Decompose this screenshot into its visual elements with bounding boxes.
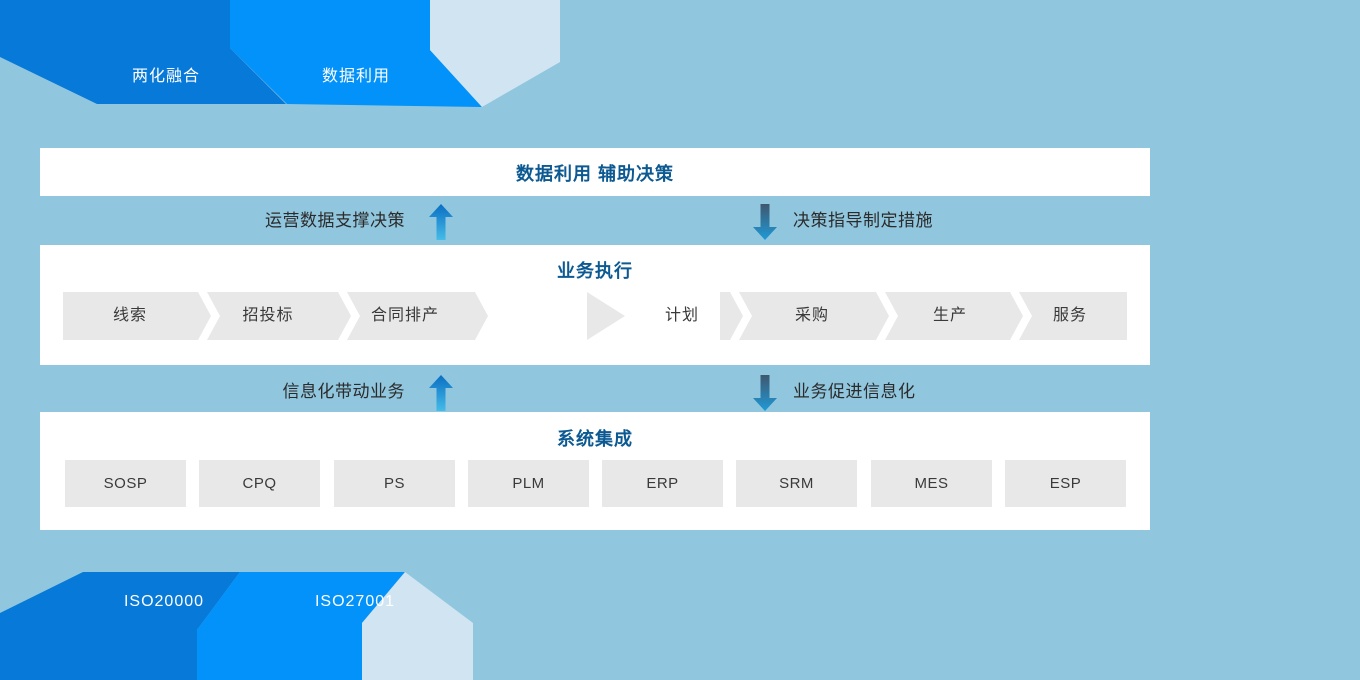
tab-blank-bottom-shape [362,572,473,680]
tab-iso27001-shape[interactable] [197,572,405,680]
tab-data-utilization-shape[interactable] [230,0,482,107]
decision-guide-label: 决策指导制定措施 [793,211,933,230]
system-box-srm: SRM [736,460,857,507]
tab-two-integration-shape[interactable] [0,0,286,104]
system-box-plm: PLM [468,460,589,507]
system-box-cpq: CPQ [199,460,320,507]
decision-panel: 数据利用 辅助决策 [40,148,1150,196]
step-production: 生产 [932,307,967,324]
system-box-ps: PS [334,460,455,507]
step-procurement: 采购 [794,307,829,324]
decision-panel-title: 数据利用 辅助决策 [515,164,674,184]
integration-panel-title: 系统集成 [557,429,633,449]
ops-data-support-label: 运营数据支撑决策 [265,211,405,230]
step-leads: 线索 [112,307,147,324]
down-arrow-icon [753,204,777,240]
step-contract-scheduling: 合同排产 [370,307,439,324]
up-arrow-icon [429,375,453,411]
tab-blank-top-shape [430,0,560,107]
tab-iso20000-label[interactable]: ISO20000 [123,593,205,610]
step-service: 服务 [1052,307,1087,324]
it-drives-business-label: 信息化带动业务 [282,382,405,401]
process-band-right [720,292,1127,340]
top-banner-group [0,0,560,107]
system-box-erp: ERP [602,460,723,507]
up-arrow-icon [429,204,453,240]
tab-data-utilization-label[interactable]: 数据利用 [321,68,390,85]
step-bidding: 招投标 [242,307,294,324]
tab-two-integration-label[interactable]: 两化融合 [131,68,200,85]
execution-panel-title: 业务执行 [557,261,633,281]
down-arrow-icon [753,375,777,411]
system-box-esp: ESP [1005,460,1126,507]
system-box-mes: MES [871,460,992,507]
system-box-sosp: SOSP [65,460,186,507]
bottom-banner-group [0,572,473,680]
business-promotes-it-label: 业务促进信息化 [793,382,916,401]
step-plan: 计划 [664,307,699,324]
tab-iso27001-label[interactable]: ISO27001 [314,593,396,610]
tab-iso20000-shape[interactable] [0,572,240,680]
